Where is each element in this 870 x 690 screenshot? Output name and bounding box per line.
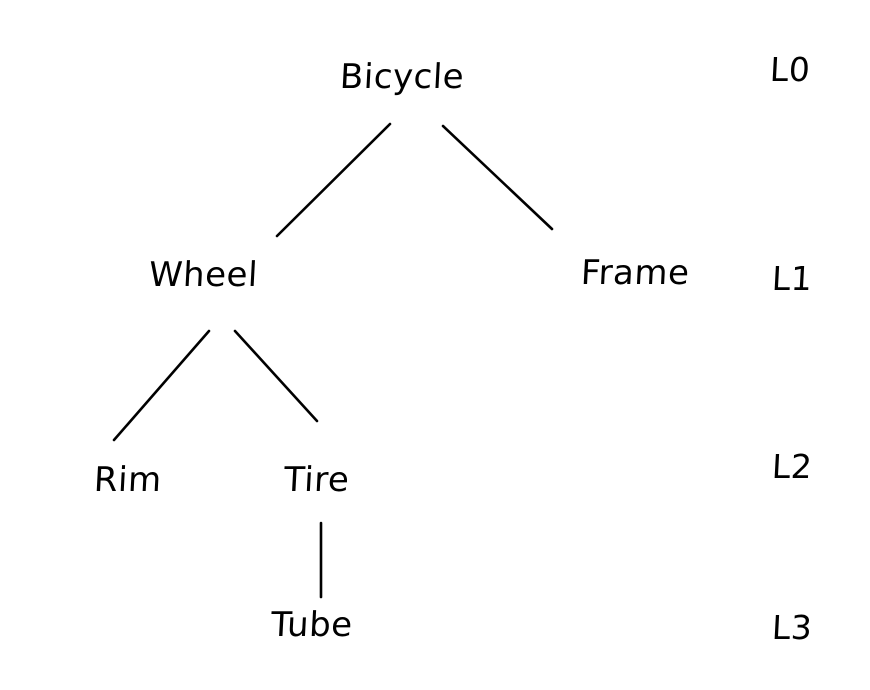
node-rim[interactable]: Rim xyxy=(92,460,163,500)
level-label-l0: L0 xyxy=(768,50,812,89)
node-bicycle[interactable]: Bicycle xyxy=(338,57,466,97)
level-label-l3: L3 xyxy=(770,608,814,647)
edge-wheel-rim xyxy=(112,329,211,442)
edge-wheel-tire xyxy=(233,329,319,423)
edge-bicycle-frame xyxy=(441,124,554,231)
node-tube[interactable]: Tube xyxy=(269,605,354,645)
node-tire[interactable]: Tire xyxy=(282,460,351,500)
edge-bicycle-wheel xyxy=(275,122,392,238)
level-label-l1: L1 xyxy=(770,259,814,298)
level-label-l2: L2 xyxy=(770,447,814,486)
node-frame[interactable]: Frame xyxy=(579,253,691,293)
node-wheel[interactable]: Wheel xyxy=(147,255,260,295)
